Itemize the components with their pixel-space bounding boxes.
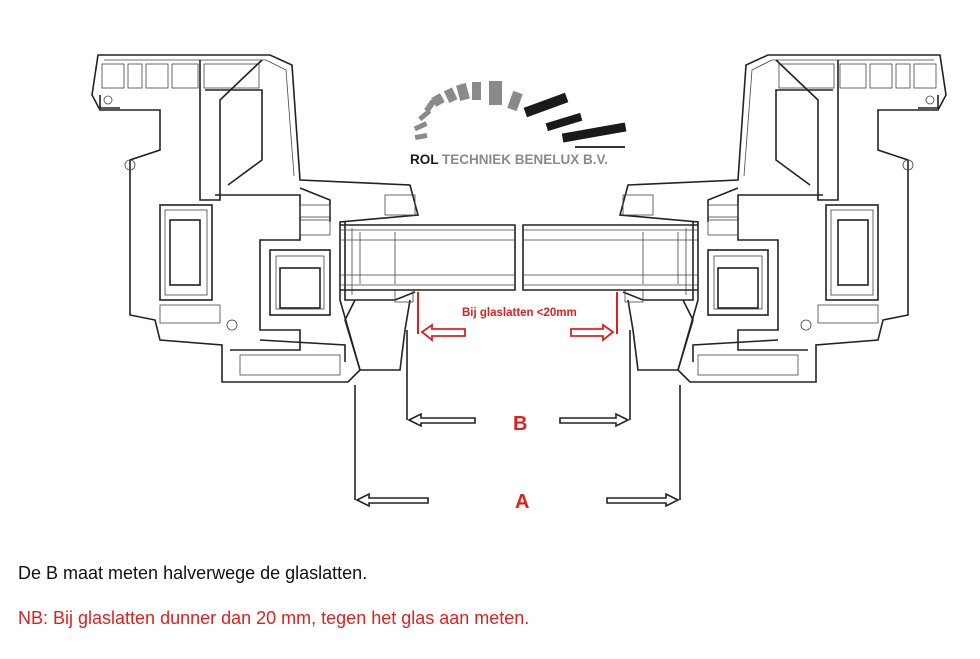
a-left-arrow-icon <box>355 492 429 508</box>
dimension-a-label: A <box>515 491 529 513</box>
dimension-b-label: B <box>513 413 527 435</box>
company-logo: ROL TECHNIEK BENELUX B.V. <box>410 81 627 167</box>
b-right-arrow-icon <box>559 412 630 428</box>
b-left-arrow-icon <box>407 412 476 428</box>
note-text: NB: Bij glaslatten dunner dan 20 mm, teg… <box>18 608 530 628</box>
a-right-arrow-icon <box>606 492 680 508</box>
glaslatten-note: Bij glaslatten <20mm <box>462 307 577 319</box>
svg-text:ROL TECHNIEK BENELUX B.V.: ROL TECHNIEK BENELUX B.V. <box>410 152 608 167</box>
instruction-text: De B maat meten halverwege de glaslatten… <box>18 563 368 583</box>
left-red-arrow-icon <box>420 323 466 342</box>
right-red-arrow-icon <box>570 323 615 342</box>
